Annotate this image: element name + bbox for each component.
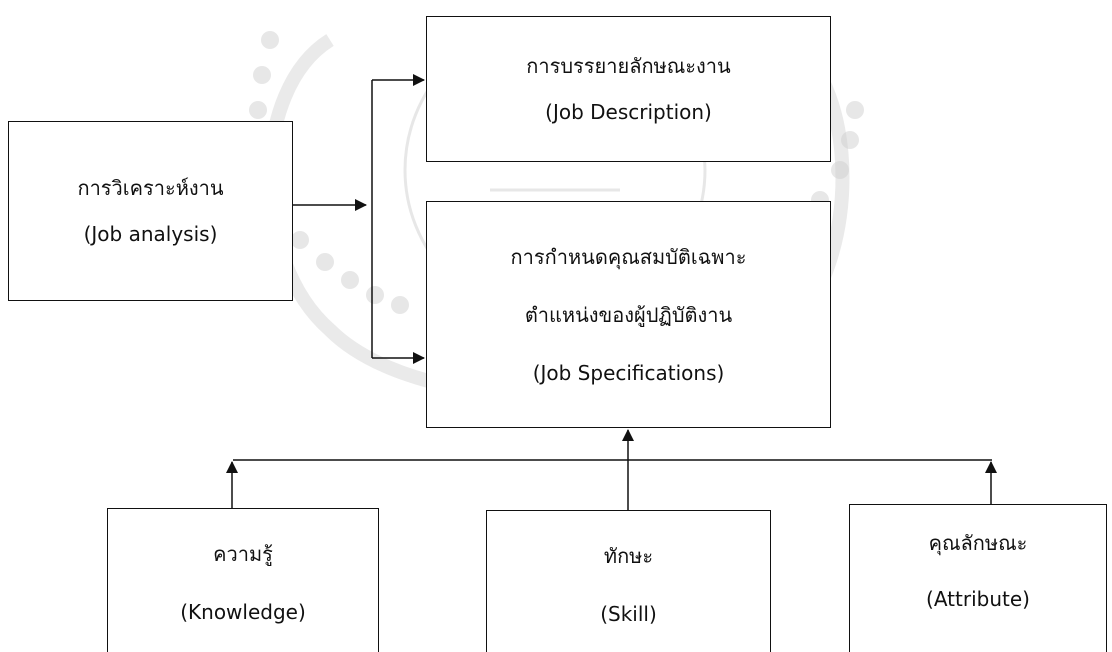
job-description-box: การบรรยายลักษณะงาน (Job Description) (426, 16, 831, 162)
job-specifications-thai-line2: ตำแหน่งของผู้ปฏิบัติงาน (524, 302, 733, 327)
job-description-english-label: (Job Description) (545, 100, 712, 124)
job-specifications-english-label: (Job Specifications) (532, 360, 725, 385)
attribute-box: คุณลักษณะ (Attribute) (849, 504, 1107, 652)
knowledge-thai-label: ความรู้ (213, 542, 273, 566)
job-analysis-thai-label: การวิเคราะห์งาน (77, 176, 224, 200)
job-specifications-box: การกำหนดคุณสมบัติเฉพาะ ตำแหน่งของผู้ปฏิบ… (426, 201, 831, 428)
skill-english-label: (Skill) (600, 602, 657, 626)
job-analysis-box: การวิเคราะห์งาน (Job analysis) (8, 121, 293, 301)
job-specifications-thai-line1: การกำหนดคุณสมบัติเฉพาะ (510, 244, 747, 269)
attribute-english-label: (Attribute) (926, 587, 1030, 611)
knowledge-english-label: (Knowledge) (180, 600, 306, 624)
skill-box: ทักษะ (Skill) (486, 510, 771, 652)
job-description-thai-label: การบรรยายลักษณะงาน (526, 54, 731, 78)
skill-thai-label: ทักษะ (603, 544, 654, 568)
job-analysis-english-label: (Job analysis) (83, 222, 218, 246)
attribute-thai-label: คุณลักษณะ (928, 531, 1028, 555)
knowledge-box: ความรู้ (Knowledge) (107, 508, 379, 652)
